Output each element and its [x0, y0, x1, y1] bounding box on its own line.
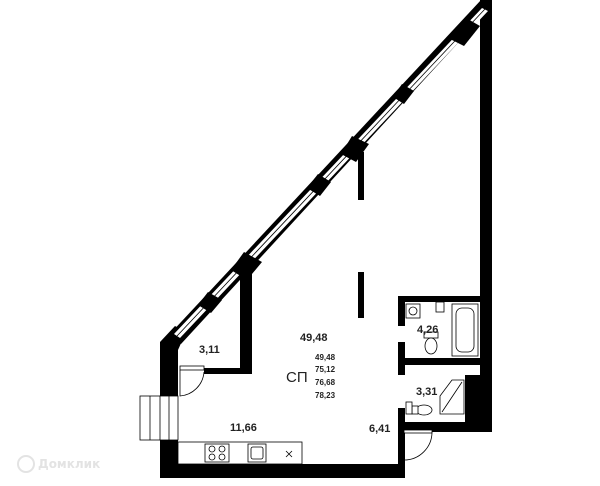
west-window — [139, 395, 163, 441]
pier-6 — [198, 292, 222, 313]
wc-wall-left — [398, 365, 405, 375]
bathroom-fixtures — [405, 301, 479, 357]
hall-wall — [398, 432, 405, 478]
pier-2 — [393, 84, 414, 104]
kitchen-counter — [177, 441, 303, 465]
balcony-door — [179, 365, 205, 397]
partition-middle — [358, 272, 364, 318]
toilet-icon — [424, 337, 438, 355]
watermark: Домклик — [17, 455, 100, 473]
unit-code: СП — [286, 369, 308, 386]
interior-walls — [204, 152, 482, 478]
bath-wall-left-top — [398, 296, 405, 326]
wc-wall-left-low — [398, 408, 405, 432]
summary-area-4: 78,23 — [315, 391, 336, 400]
bottom-right-wall — [404, 422, 492, 432]
watermark-logo-icon — [17, 455, 35, 473]
window-line — [176, 8, 486, 337]
left-wall-upper — [160, 342, 178, 396]
bath-wall-top — [398, 296, 482, 302]
partition-upper — [358, 152, 364, 200]
pier-4 — [307, 174, 331, 196]
bath-wall-left-mid — [398, 342, 405, 358]
room-area-hall: 6,41 — [369, 423, 390, 435]
left-wall-lower — [160, 440, 178, 478]
bottom-wall — [160, 464, 404, 478]
balcony-partition — [240, 262, 252, 374]
summary-area-2: 75,12 — [315, 365, 336, 374]
diagonal-window-wall — [168, 0, 492, 344]
balcony-sill — [204, 368, 244, 374]
right-wall — [480, 0, 492, 422]
pier-3 — [341, 136, 369, 162]
right-wall-base — [465, 375, 492, 422]
room-area-wc: 3,31 — [416, 386, 437, 398]
entrance-door — [403, 429, 433, 461]
room-area-bathroom: 4,26 — [417, 324, 438, 336]
wc-sink-icon — [405, 401, 413, 415]
summary-area-3: 76,68 — [315, 378, 336, 387]
summary-area-1: 49,48 — [315, 353, 336, 362]
room-area-kitchen: 11,66 — [230, 422, 257, 434]
pier-1 — [448, 18, 480, 46]
wc-fixtures — [405, 379, 465, 416]
bath-wall-mid — [398, 358, 482, 365]
stove-icon — [204, 443, 230, 463]
room-area-balcony: 3,11 — [199, 344, 220, 356]
watermark-text: Домклик — [38, 457, 100, 471]
room-area-main: 49,48 — [300, 332, 328, 344]
